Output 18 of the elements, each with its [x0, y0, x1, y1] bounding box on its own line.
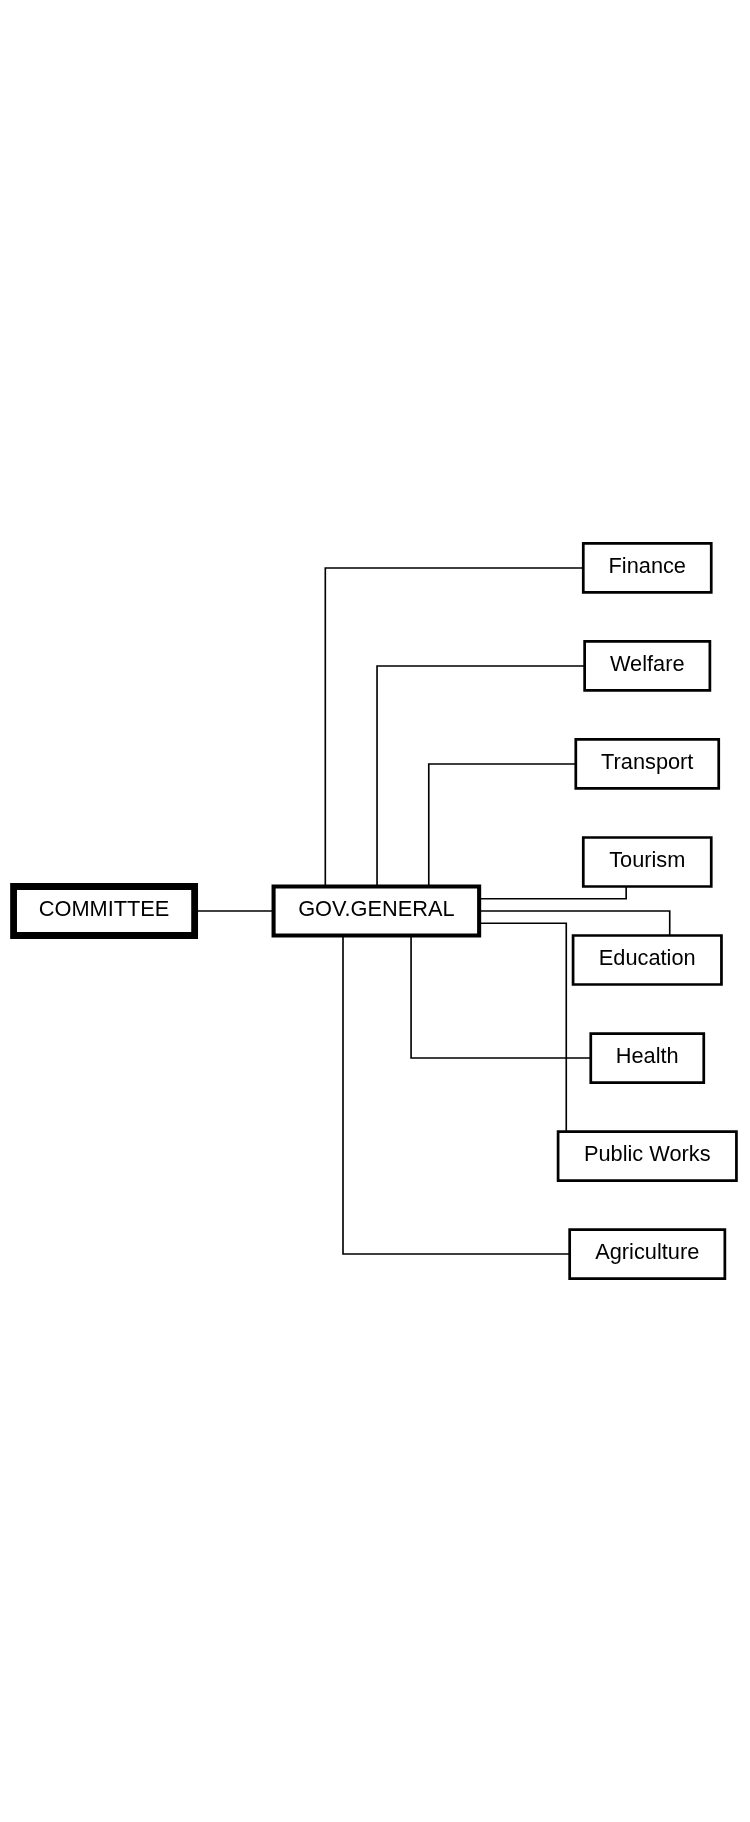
connector [342, 934, 571, 1255]
node-box: Welfare [583, 640, 712, 692]
node-box: GOV.GENERAL [271, 884, 482, 938]
node-box: COMMITTEE [10, 883, 199, 939]
connector [478, 885, 627, 900]
node-box: Agriculture [568, 1228, 727, 1280]
connector [410, 935, 592, 1059]
connector [478, 910, 671, 936]
node-box: Tourism [581, 836, 713, 888]
connector [324, 567, 585, 888]
node-box: Education [571, 934, 723, 986]
node-box: Public Works [556, 1130, 738, 1182]
node-box: Finance [581, 542, 713, 594]
connector [427, 763, 577, 887]
node-box: Transport [574, 738, 721, 790]
connector [478, 922, 568, 1132]
connector [376, 665, 586, 887]
node-box: Health [589, 1032, 706, 1084]
